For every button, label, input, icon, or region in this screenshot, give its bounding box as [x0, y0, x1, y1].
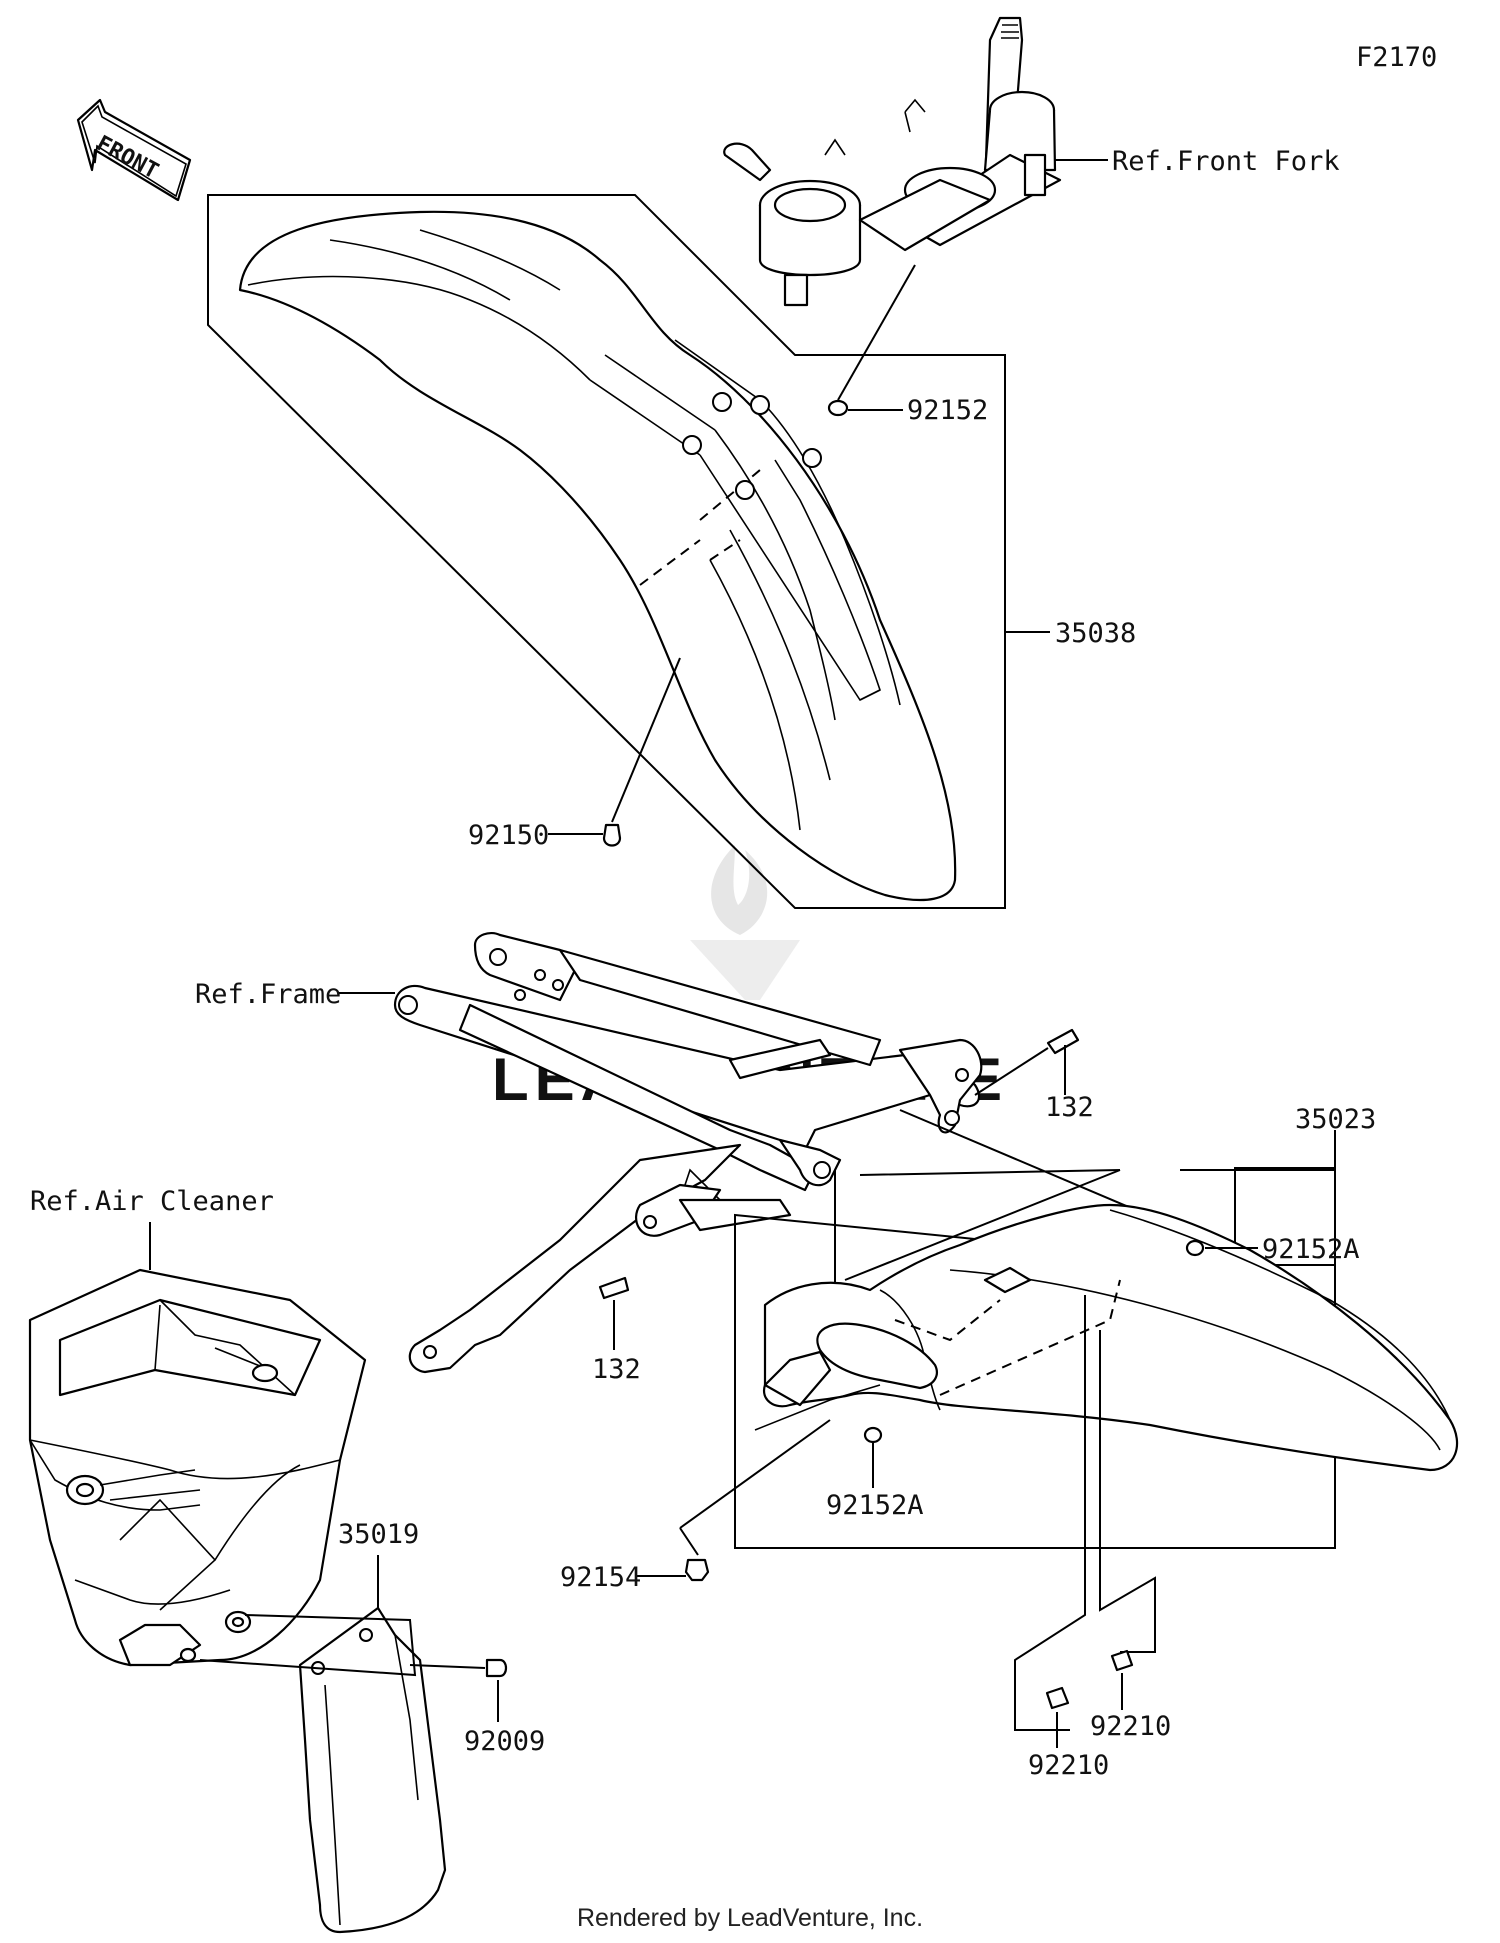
- bolt-92154: [684, 1558, 710, 1582]
- part-label-92154: 92154: [560, 1562, 641, 1593]
- nut-92210-right: [1110, 1649, 1134, 1672]
- front-direction-badge: FRONT: [76, 98, 192, 202]
- ref-air-cleaner-label: Ref.Air Cleaner: [30, 1186, 274, 1217]
- nut-group-right-outline: [1099, 1330, 1156, 1653]
- leader-92152-to-clamp: [837, 264, 916, 401]
- steering-stem-clamp: [723, 16, 1062, 307]
- grommet-92152: [827, 399, 849, 417]
- rear-fender-35023: [754, 1203, 1459, 1472]
- leader-92154-short: [679, 1527, 699, 1556]
- part-label-132-upper: 132: [1045, 1092, 1094, 1123]
- nut-92210-left: [1045, 1686, 1070, 1710]
- part-label-92152: 92152: [907, 395, 988, 426]
- bolt-132-upper: [1046, 1028, 1080, 1055]
- bolt-132-lower: [598, 1276, 630, 1300]
- front-fender-35038: [238, 210, 957, 902]
- ref-front-fork-label: Ref.Front Fork: [1112, 146, 1340, 177]
- part-label-92152A-upper: 92152A: [1262, 1234, 1360, 1265]
- leader-132-upper-to-frame: [974, 1047, 1049, 1096]
- render-credit: Rendered by LeadVenture, Inc.: [577, 1904, 923, 1932]
- leader-92150-to-fender: [611, 657, 681, 823]
- part-label-35038: 35038: [1055, 618, 1136, 649]
- part-label-92150: 92150: [468, 820, 549, 851]
- figure-code: F2170: [1356, 42, 1437, 73]
- air-cleaner-box: [28, 1268, 367, 1667]
- part-label-132-lower: 132: [592, 1354, 641, 1385]
- nut-group-left-outline: [1014, 1295, 1086, 1731]
- part-label-35023: 35023: [1295, 1104, 1376, 1135]
- flap-to-bolt-line: [409, 1664, 486, 1669]
- part-label-92009: 92009: [464, 1726, 545, 1757]
- part-label-35019: 35019: [338, 1519, 419, 1550]
- bolt-92009: [485, 1658, 508, 1678]
- part-label-92152A-lower: 92152A: [826, 1490, 924, 1521]
- grommet-92152A-upper: [1185, 1239, 1205, 1257]
- leader-92154-to-fender: [679, 1419, 831, 1529]
- mud-flap-35019: [298, 1606, 447, 1934]
- ref-frame-label: Ref.Frame: [195, 979, 341, 1010]
- part-label-92210-left: 92210: [1028, 1750, 1109, 1781]
- flap-mount-bracket-lines: [199, 1614, 417, 1677]
- rear-fender-top-line: [859, 1169, 1335, 1176]
- bolt-92150: [602, 823, 622, 847]
- rear-fender-diag: [844, 1169, 1121, 1281]
- part-label-92210-right: 92210: [1090, 1711, 1171, 1742]
- grommet-92152A-lower: [863, 1426, 883, 1444]
- subframe: [393, 931, 983, 1374]
